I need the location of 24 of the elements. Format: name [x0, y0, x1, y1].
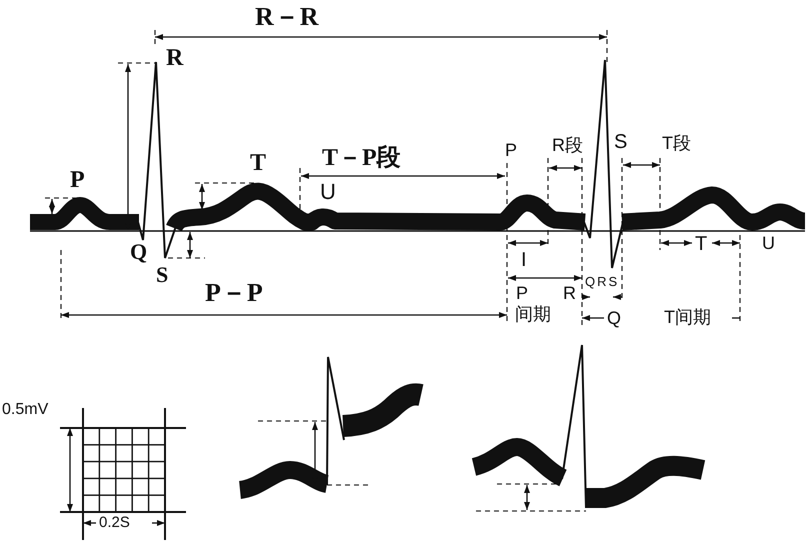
scale-label: 0.5mV [2, 402, 48, 418]
interval-label: T间期 [664, 308, 711, 326]
interval-label: R [563, 284, 576, 302]
wave-label: Q [130, 241, 148, 263]
interval-label: 间期 [515, 305, 551, 323]
interval-label: P－P [205, 280, 263, 306]
wave-label: R [166, 46, 184, 70]
interval-label: P [516, 284, 528, 302]
wave-label: S [614, 132, 628, 152]
wave-label: U [762, 234, 775, 252]
interval-label: Q [607, 309, 622, 327]
wave-label: S [156, 264, 168, 286]
wave-label: P [70, 168, 85, 192]
scale-label: 0.2S [99, 515, 130, 530]
interval-label: R段 [552, 136, 583, 154]
interval-label: T段 [662, 134, 691, 152]
interval-label: R－R [255, 4, 319, 30]
wave-label: U [320, 181, 336, 203]
wave-label: T [250, 151, 266, 175]
interval-label: I [521, 250, 527, 270]
interval-label: QRS [585, 275, 620, 288]
interval-label: T－P段 [322, 146, 401, 170]
interval-label: T [695, 234, 708, 254]
wave-label: P [505, 141, 518, 159]
